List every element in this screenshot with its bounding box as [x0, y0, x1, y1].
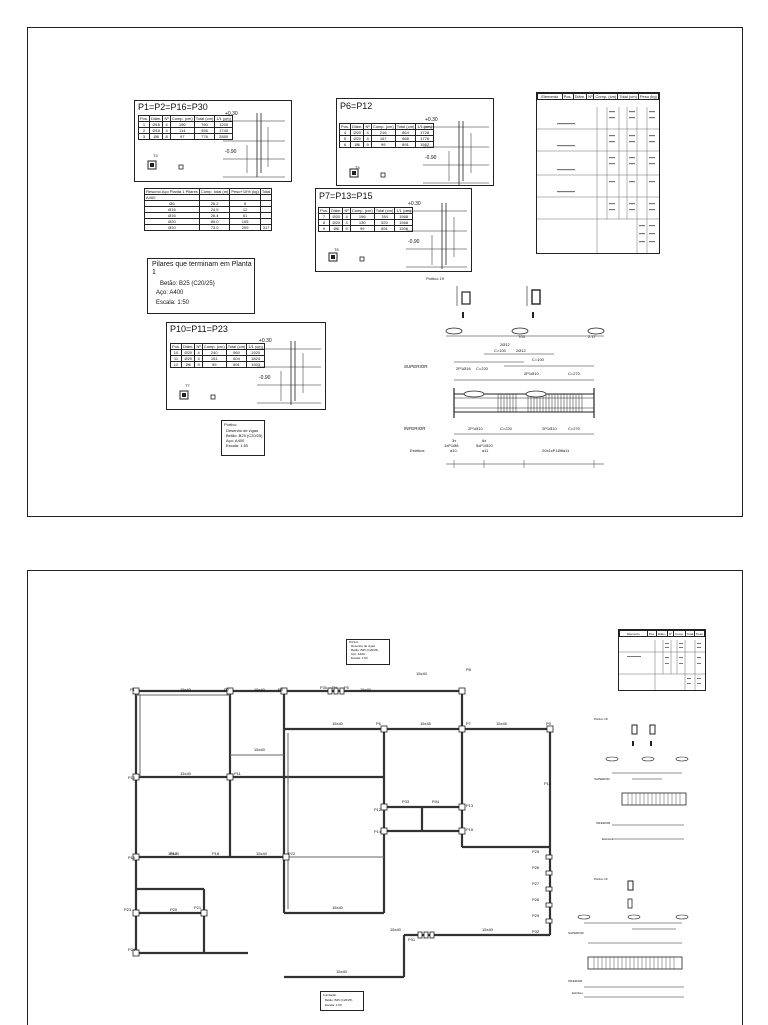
- table-cell: 209: [229, 224, 261, 231]
- note-scale: Escala: 1:50: [156, 300, 190, 306]
- table-cell: 1506: [394, 225, 413, 232]
- level-top-label: +0.30: [425, 117, 438, 123]
- level-bottom-label: -0.90: [408, 239, 420, 245]
- level-top-label: +0.30: [408, 201, 421, 207]
- pillar-elevation-drawing: [349, 121, 489, 185]
- note-heading: Pilares que terminam em Planta 1: [152, 261, 252, 276]
- pillar-card-title: P7=P13=P15: [319, 191, 373, 201]
- table-cell: Ø20: [144, 224, 200, 231]
- table-cell: 1503: [246, 361, 265, 368]
- table-cell: 99: [370, 141, 396, 148]
- table-cell: 9: [194, 361, 203, 368]
- pillar-card-title: P1=P2=P16=P30: [138, 102, 208, 112]
- tag-label: T4: [153, 153, 158, 158]
- table-cell: 9: [363, 141, 372, 148]
- table-cell: 9: [342, 225, 351, 232]
- drawing-sheet-2: Pórtico Desenho de vigas Betão: B25 (C20…: [27, 570, 743, 1025]
- table-cell: 99: [349, 225, 375, 232]
- tag-label: T5: [355, 165, 360, 170]
- beam-detail-title: Pórtico 19: [426, 276, 445, 281]
- pillar-card-title: P10=P11=P23: [170, 324, 228, 334]
- pillar-elevation-drawing: [147, 113, 285, 178]
- rebar-schedule-table: Elemento Pos. Diâm. Nº Comp. Total Peso: [618, 629, 706, 691]
- foundation-floor-plan: [132, 687, 554, 979]
- beam-detail-drawing: [577, 880, 689, 998]
- foundation-note-box: Fundação Betão: B25 (C20/25) Escala: 1:5…: [320, 991, 364, 1011]
- pillar-elevation-drawing: [179, 341, 321, 405]
- table-cell: 99: [201, 361, 227, 368]
- rebar-schedule-table: Elemento Pos. Diâm. Nº Comp. (cm) Total …: [536, 92, 660, 254]
- beam-note-box: Pórtico Desenho de vigas Betão: B25 (C20…: [346, 639, 390, 665]
- table-cell: 317: [259, 224, 273, 231]
- beam-detail-drawing: [445, 286, 605, 468]
- note-concrete: Betão: B25 (C20/25): [160, 281, 215, 287]
- beam-bottom-label: INFERIOR: [404, 426, 426, 431]
- beam-detail-drawing: [605, 724, 689, 840]
- schedule-grid: [537, 107, 659, 253]
- beam-note-box: Pórtico Desenho de vigas Betão: B25 (C20…: [221, 420, 265, 456]
- note-steel: Aço: A400: [156, 290, 184, 296]
- pillar-note-box: Pilares que terminam em Planta 1 Betão: …: [147, 258, 255, 314]
- tag-label: T7: [185, 383, 190, 388]
- pillar-elevation-drawing: [328, 203, 467, 269]
- table-cell: 8: [162, 133, 171, 140]
- tag-label: T6: [334, 247, 339, 252]
- level-top-label: +0.30: [225, 111, 238, 117]
- table-cell: 73.0: [198, 224, 231, 231]
- beam-detail-title: Pórtico 18: [594, 717, 608, 721]
- table-cell: 2850: [214, 133, 233, 140]
- level-top-label: +0.30: [259, 338, 272, 344]
- level-bottom-label: -0.90: [425, 155, 437, 161]
- pillar-card-title: P6=P12: [340, 101, 373, 111]
- beam-detail-title: Pórtico 16: [594, 877, 608, 881]
- level-bottom-label: -0.90: [225, 149, 237, 155]
- beam-top-label: SUPERIOR: [404, 364, 428, 369]
- stirrups-label: Estribos: [410, 448, 425, 453]
- schedule-grid: [619, 640, 705, 690]
- table-cell: 97: [169, 133, 195, 140]
- level-bottom-label: -0.90: [259, 375, 271, 381]
